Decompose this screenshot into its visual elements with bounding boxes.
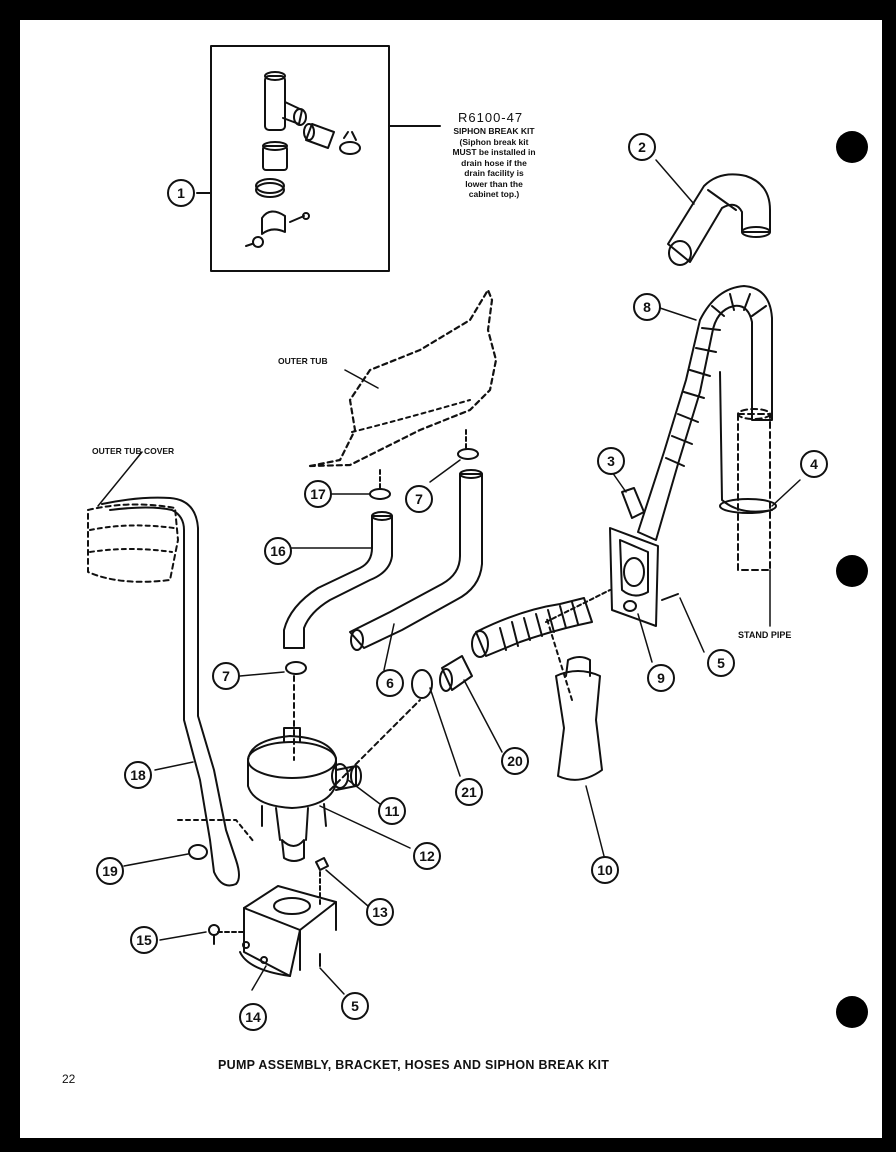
screw-5-upper <box>661 593 679 601</box>
hose-6 <box>349 473 483 649</box>
kit-note-line: lower than the <box>465 178 523 189</box>
binder-hole-top <box>836 131 868 163</box>
siphon-clip <box>339 131 361 155</box>
kit-part-number: R6100-47 <box>458 110 524 125</box>
hose-guide-10 <box>555 656 603 781</box>
stand-pipe <box>737 413 771 571</box>
clamp-11 <box>331 763 349 789</box>
callout-17: 17 <box>304 480 332 508</box>
callout-14: 14 <box>239 1003 267 1031</box>
corrugated-hose-8 <box>637 285 773 541</box>
kit-note: SIPHON BREAK KIT (Siphon break kit MUST … <box>432 126 556 200</box>
binder-hole-middle <box>836 555 868 587</box>
outer-tub-leader <box>344 369 379 389</box>
hose-bracket-plate <box>609 527 659 627</box>
callout-16: 16 <box>264 537 292 565</box>
callout-13: 13 <box>366 898 394 926</box>
corrugated-hose-9 <box>471 597 593 658</box>
outer-tub-cover-leader <box>97 451 143 507</box>
callout-6: 6 <box>376 669 404 697</box>
siphon-saddle-clamp <box>245 210 310 248</box>
kit-note-line: (Siphon break kit <box>459 136 529 147</box>
stand-pipe-label: STAND PIPE <box>738 630 792 640</box>
hose-strap-4 <box>719 371 777 514</box>
nut-13 <box>315 857 329 871</box>
callout-5-lower: 5 <box>341 992 369 1020</box>
callout-18: 18 <box>124 761 152 789</box>
callout-9: 9 <box>647 664 675 692</box>
callout-20: 20 <box>501 747 529 775</box>
outer-tub-label: OUTER TUB <box>278 356 328 366</box>
clamp-7-lower <box>285 661 307 675</box>
callout-7-upper: 7 <box>405 485 433 513</box>
hose-18 <box>101 496 240 887</box>
callout-2: 2 <box>628 133 656 161</box>
callout-19: 19 <box>96 857 124 885</box>
hose-guide-2 <box>667 173 771 266</box>
callout-4: 4 <box>800 450 828 478</box>
kit-note-line: drain hose if the <box>461 157 527 168</box>
coupling-20 <box>439 655 473 692</box>
callout-12: 12 <box>413 842 441 870</box>
callout-8: 8 <box>633 293 661 321</box>
kit-note-line: MUST be installed in <box>452 147 536 157</box>
kit-note-line: drain facility is <box>464 168 524 178</box>
siphon-kit-box <box>210 45 390 272</box>
callout-1: 1 <box>167 179 195 207</box>
diagram-caption: PUMP ASSEMBLY, BRACKET, HOSES AND SIPHON… <box>218 1058 610 1072</box>
outer-tub-inner-line <box>351 399 471 433</box>
clip-19 <box>188 844 208 860</box>
siphon-tee-fitting <box>264 71 307 131</box>
kit-note-line: cabinet top.) <box>468 189 520 199</box>
callout-11: 11 <box>378 797 406 825</box>
callout-5-upper: 5 <box>707 649 735 677</box>
screw-15 <box>208 924 220 945</box>
siphon-union <box>303 123 335 149</box>
callout-10: 10 <box>591 856 619 884</box>
page-number: 22 <box>62 1072 76 1086</box>
hose-16 <box>283 515 393 649</box>
callout-21: 21 <box>455 778 483 806</box>
siphon-clamp-ring <box>255 178 285 198</box>
outer-tub-cover-outline <box>87 503 179 583</box>
callout-15: 15 <box>130 926 158 954</box>
siphon-coupling <box>262 141 288 171</box>
kit-note-line: SIPHON BREAK KIT <box>453 126 535 136</box>
binder-hole-bottom <box>836 996 868 1028</box>
clamp-21 <box>411 669 433 699</box>
pump-bracket-14 <box>239 885 337 977</box>
outer-tub-cover-label: OUTER TUB COVER <box>92 446 175 456</box>
outer-tub-outline <box>308 288 498 468</box>
callout-7-lower: 7 <box>212 662 240 690</box>
callout-3: 3 <box>597 447 625 475</box>
clamp-7-upper <box>457 448 479 460</box>
